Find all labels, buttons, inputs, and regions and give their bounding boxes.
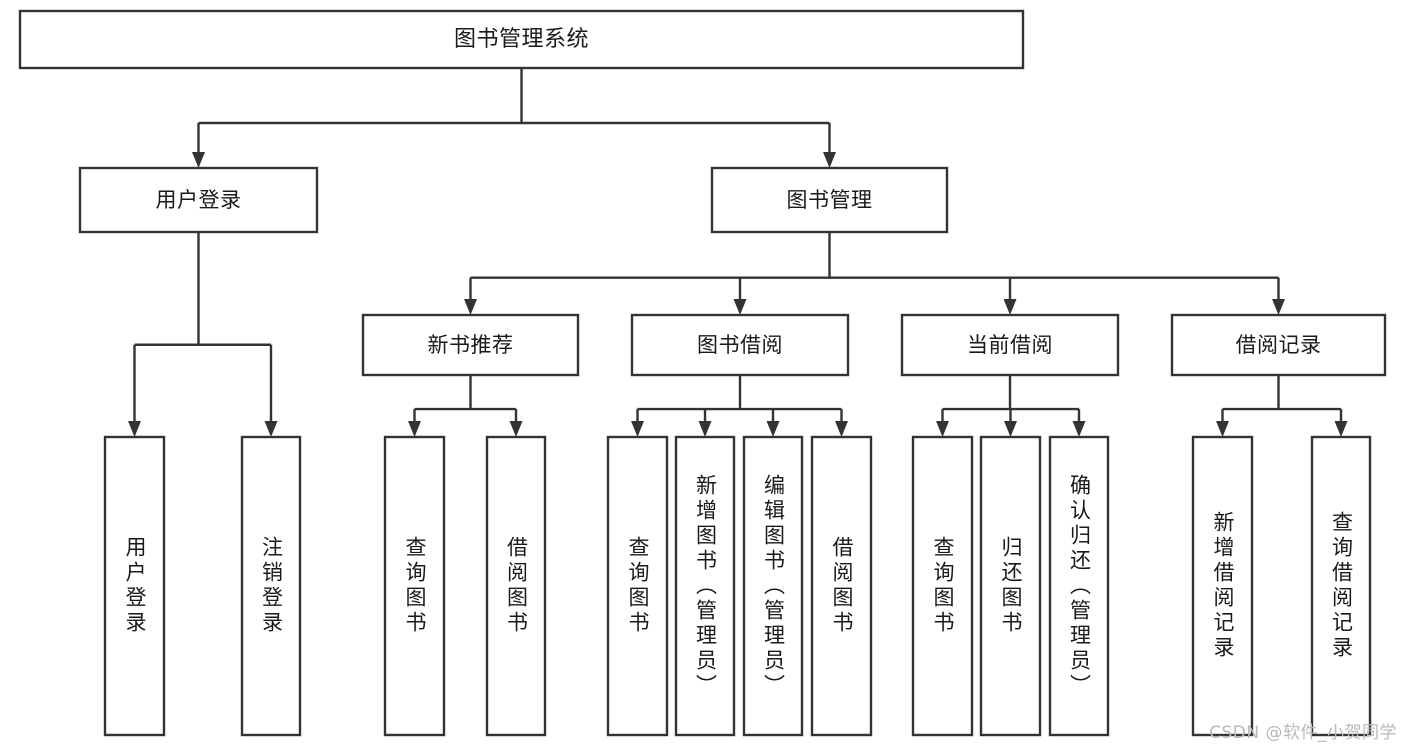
node-box-user-login[interactable] bbox=[78, 166, 319, 234]
edge-group-book-manage bbox=[464, 232, 1285, 315]
node-box-leaf-return-book[interactable] bbox=[979, 435, 1042, 737]
node-box-current-borrow[interactable] bbox=[900, 313, 1120, 377]
node-box-new-book-rec[interactable] bbox=[361, 313, 580, 377]
node-box-leaf-query-record[interactable] bbox=[1310, 435, 1372, 737]
edge-group-root bbox=[192, 68, 836, 168]
node-box-book-borrow[interactable] bbox=[630, 313, 850, 377]
node-box-leaf-borrow-book[interactable] bbox=[810, 435, 873, 737]
node-box-leaf-confirm-return[interactable] bbox=[1048, 435, 1110, 737]
edge-group-current-borrow bbox=[936, 375, 1086, 437]
node-box-leaf-add-record[interactable] bbox=[1191, 435, 1254, 737]
watermark-text: CSDN @软件_小贺同学 bbox=[1209, 723, 1397, 743]
edge-group-new-book-rec bbox=[408, 375, 523, 437]
node-box-root[interactable] bbox=[18, 9, 1025, 70]
edge-group-borrow-record bbox=[1216, 375, 1348, 437]
node-box-leaf-logout[interactable] bbox=[240, 435, 302, 737]
node-box-leaf-cur-query-book[interactable] bbox=[911, 435, 974, 737]
node-box-book-manage[interactable] bbox=[710, 166, 949, 234]
node-box-leaf-borrow-query-book[interactable] bbox=[606, 435, 669, 737]
edge-group-book-borrow bbox=[631, 375, 848, 437]
node-box-leaf-rec-borrow-book[interactable] bbox=[485, 435, 547, 737]
node-box-leaf-rec-query-book[interactable] bbox=[383, 435, 446, 737]
node-box-borrow-record[interactable] bbox=[1170, 313, 1387, 377]
edge-group-user-login bbox=[128, 232, 278, 437]
node-box-leaf-add-book[interactable] bbox=[674, 435, 736, 737]
node-box-leaf-edit-book[interactable] bbox=[742, 435, 804, 737]
node-box-leaf-user-login[interactable] bbox=[103, 435, 166, 737]
